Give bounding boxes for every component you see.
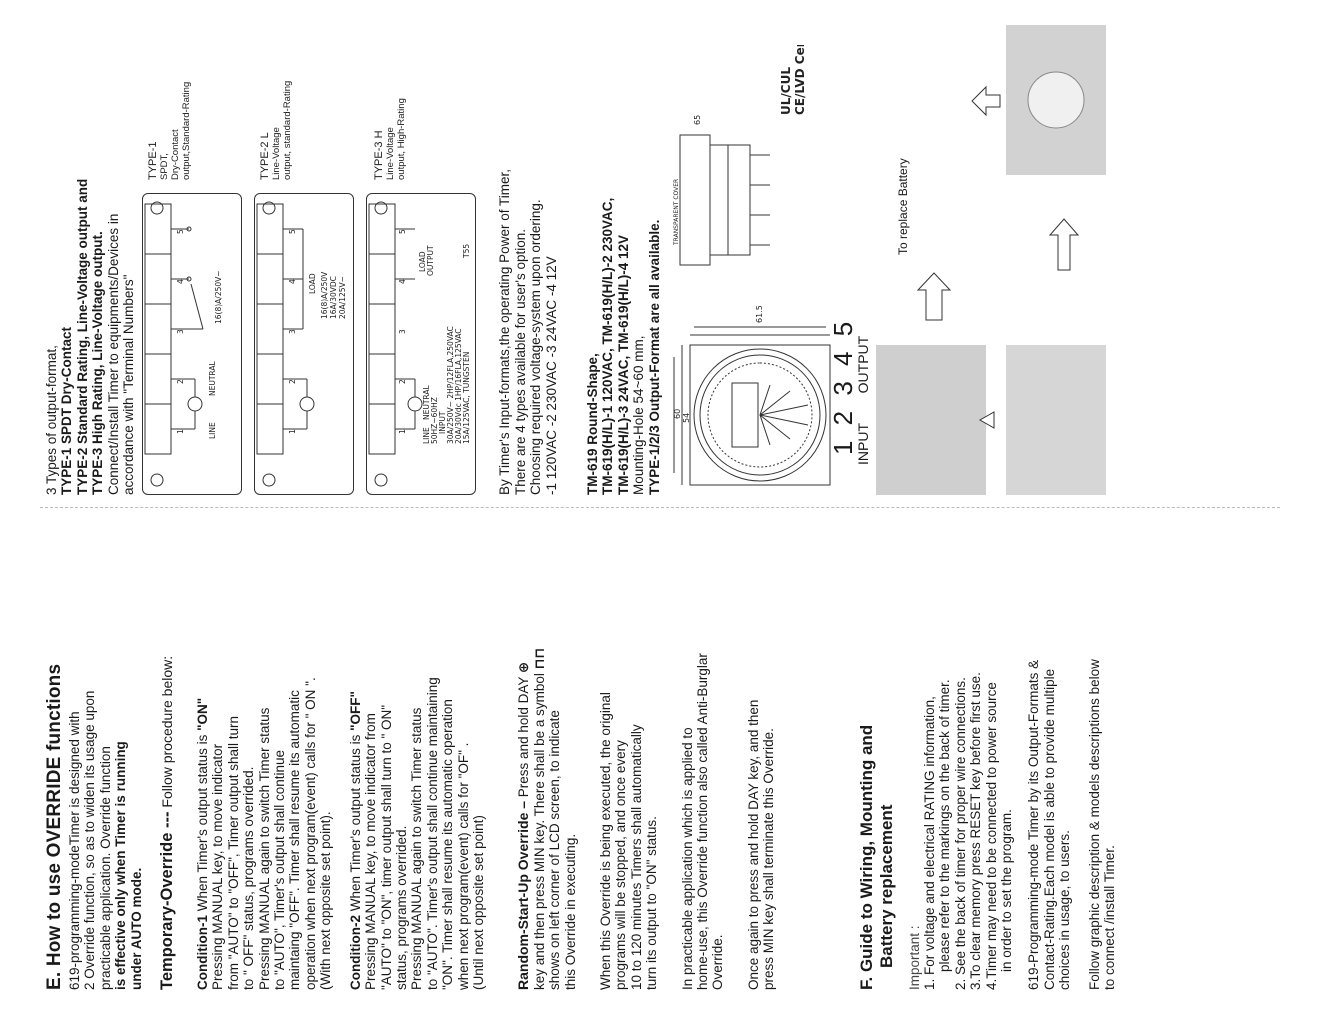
photo-open-case — [1006, 345, 1107, 495]
terminal-3-label: 3 — [398, 329, 407, 334]
type-3-spec-1: 30A/250V~ 2HP/12FLA,250VAC — [446, 326, 455, 444]
important-label: Important : — [906, 925, 922, 990]
follow-graphic-paragraph: Follow graphic description & models desc… — [1086, 659, 1118, 990]
terminal-4-label: 4 — [176, 279, 185, 284]
type-3-input-label: INPUT — [438, 411, 447, 434]
output-types-list: 3 Types of output-format, TYPE-1 SPDT Dr… — [44, 178, 137, 495]
type-3-load-label: LOAD — [418, 251, 427, 272]
wiring-diagrams: 1 2 3 4 5 LINE NEUTRAL 16(8)A/250V~ TYPE… — [142, 25, 477, 495]
day-symbol-icon: ⊕ — [516, 661, 532, 674]
terminal-2-label: 2 — [176, 379, 185, 384]
terminal-3-label: 3 — [176, 329, 185, 334]
column-divider — [40, 507, 1280, 508]
output-formats-paragraph: 619-Programming-mode Timer by its Output… — [1026, 659, 1073, 990]
timer-front-drawing: 60 54 61.5 — [673, 305, 831, 486]
random-start-up-override: Random-Start-Up Override – Press and hol… — [515, 647, 578, 990]
list-item: 4.Timer may need to be connected to powe… — [983, 682, 999, 990]
type-3-frequency-label: 50HZ~60HZ — [430, 397, 439, 444]
terminal-5-label: 5 — [176, 229, 185, 234]
list-item: please refer to the markings on the back… — [937, 679, 953, 972]
list-item: 3.To clear memory press RESET key before… — [968, 672, 984, 990]
terminate-override-paragraph: Once again to press and hold DAY key, an… — [745, 699, 777, 990]
transparent-cover-label: TRANSPARENT COVER — [673, 179, 680, 246]
terminal-4-label: 4 — [398, 279, 407, 284]
terminal-2-label: 2 — [398, 379, 407, 384]
terminal-5-label: 5 — [288, 229, 297, 234]
type-3-spec-3: 15A/125VAC, TUNGSTEN — [462, 352, 471, 444]
arrow-right-icon-2 — [1048, 218, 1080, 271]
terminal-1-label: 1 — [176, 429, 185, 434]
type-1-rating: 16(8)A/250V~ — [214, 270, 223, 324]
type-3-line-label: LINE — [422, 427, 431, 444]
terminal-numbers: 1 2 3 4 5 — [828, 317, 859, 455]
dim-615-label: 61.5 — [755, 305, 764, 323]
replace-battery-label: To replace Battery — [896, 158, 911, 255]
list-item: 2. See the back of timer for proper wire… — [952, 677, 968, 990]
line-label: LINE — [208, 422, 217, 439]
temporary-override-heading: Temporary-Override --- Follow procedure … — [158, 655, 177, 990]
dim-65-label: 65 — [693, 115, 702, 125]
type-1-label: TYPE-1 SPDT, Dry-Contact output,Standard… — [147, 81, 193, 180]
arrow-up-icon — [971, 85, 1001, 117]
type-2-load-label: LOAD — [308, 273, 317, 294]
ul-cul-label: UL/CUL — [779, 67, 793, 115]
condition-2: Condition-2 When Timer's output status i… — [347, 677, 486, 990]
type-2-rating-2: 16A/30VDC — [329, 276, 338, 319]
product-drawings: 60 54 61.5 TRANSPARENT COVER 65 UL/CUL — [670, 25, 871, 495]
type-2-rating-1: 16(8)A/250V — [320, 271, 329, 319]
photo-hand-opening — [876, 345, 987, 495]
ce-lvd-label: CE/LVD Certified — [793, 45, 807, 115]
type-3-label: TYPE-3 H Line-Voltage output, High-Ratin… — [373, 98, 408, 180]
timer-side-drawing: TRANSPARENT COVER 65 UL/CUL CE/LVD Certi… — [673, 45, 807, 266]
pulse-symbol-icon: ⊓⊓ — [531, 647, 547, 670]
dim-54-label: 54 — [682, 413, 691, 423]
type-2-diagram: 1 2 3 4 5 LOAD 16(8)A/250V 16A/30VDC 20A… — [254, 193, 355, 495]
type-2-label: TYPE-2 L Line-Voltage output, standard-R… — [259, 80, 294, 180]
list-item: in order to set the program. — [999, 809, 1015, 972]
neutral-label: NEUTRAL — [208, 361, 217, 396]
type-2-wiring-svg: 1 2 3 4 5 LOAD 16(8)A/250V 16A/30VDC 20A… — [256, 201, 347, 487]
condition-1: Condition-1 When Timer's output status i… — [195, 677, 334, 990]
arrow-right-icon — [916, 272, 952, 321]
input-formats-paragraph: By Timer's Input-formats,the operating P… — [497, 169, 559, 495]
type-1-wiring-svg: 1 2 3 4 5 LINE NEUTRAL 16(8)A/250V~ — [144, 201, 223, 487]
terminal-3-label: 3 — [288, 329, 297, 334]
models-paragraph: TM-619 Round-Shape, TM-619(H/L)-1 120VAC… — [585, 197, 662, 495]
important-list: 1. For voltage and electrical RATING inf… — [922, 520, 1014, 990]
battery-photos — [876, 25, 1107, 495]
dim-60-label: 60 — [673, 409, 682, 419]
type-3-spec-4: T55 — [462, 244, 471, 259]
left-column: E. How to use OVERRIDE functions 619-pro… — [44, 520, 1132, 990]
type-3-diagram: 1 2 3 4 5 LINE NEUTRAL 50HZ~60HZ INPUT L… — [366, 193, 477, 495]
override-execution-paragraph: When this Override is being executed, th… — [597, 692, 660, 990]
terminal-4-label: 4 — [288, 279, 297, 284]
section-e-intro: 619-programming-modeTimer is designed wi… — [67, 690, 144, 990]
section-f-title: F. Guide to Wiring, Mounting and — [856, 724, 876, 990]
right-column: 3 Types of output-format, TYPE-1 SPDT Dr… — [44, 25, 1107, 495]
type-2-rating-3: 20A/125V~ — [338, 276, 347, 319]
type-3-neutral-label: NEUTRAL — [422, 385, 431, 420]
arrow-down-icon — [979, 411, 995, 429]
section-f-subtitle: Battery replacement — [876, 804, 896, 968]
list-item: 1. For voltage and electrical RATING inf… — [922, 696, 938, 990]
type-1-diagram: 1 2 3 4 5 LINE NEUTRAL 16(8)A/250V~ — [142, 193, 243, 495]
type-3-wiring-svg: 1 2 3 4 5 LINE NEUTRAL 50HZ~60HZ INPUT L… — [368, 201, 471, 487]
terminal-1-label: 1 — [288, 429, 297, 434]
type-3-spec-2: 20A/30Vdc 1HP/16FLA,125VAC — [454, 328, 463, 444]
terminal-1-label: 1 — [398, 429, 407, 434]
anti-burglar-paragraph: In practicable application which is appl… — [679, 653, 726, 990]
type-3-output-label: OUTPUT — [426, 245, 435, 276]
battery-replacement: To replace Battery — [876, 25, 1107, 495]
terminal-2-label: 2 — [288, 379, 297, 384]
section-e-title: E. How to use OVERRIDE functions — [44, 663, 65, 990]
input-output-labels: INPUT OUTPUT — [855, 335, 872, 465]
terminal-5-label: 5 — [398, 229, 407, 234]
